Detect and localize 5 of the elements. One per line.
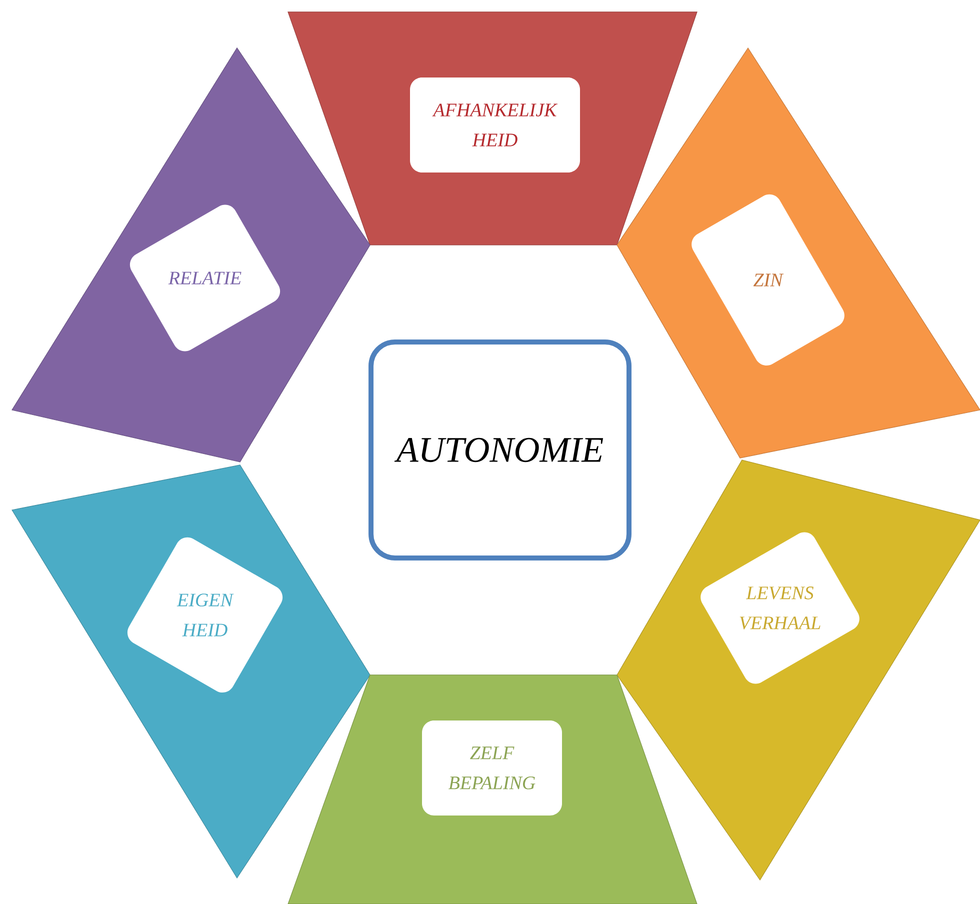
segment: RELATIE xyxy=(12,47,370,462)
center-box: AUTONOMIE xyxy=(368,339,632,560)
segment: LEVENS VERHAAL xyxy=(616,460,980,881)
segment: ZELF BEPALING xyxy=(288,674,698,904)
segment: ZIN xyxy=(616,47,980,458)
